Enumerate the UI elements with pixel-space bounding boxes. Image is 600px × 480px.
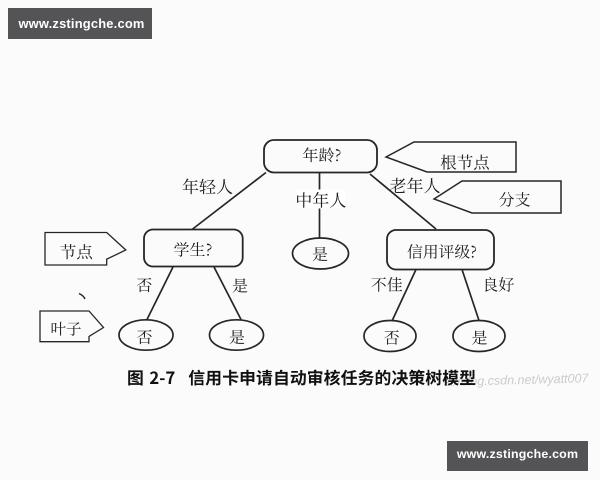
- svg-text:s://blog.csdn.net/wyatt007: s://blog.csdn.net/wyatt007: [444, 371, 590, 389]
- svg-text:www.zstingche.com: www.zstingche.com: [17, 16, 144, 31]
- svg-text:www.zstingche.com: www.zstingche.com: [456, 447, 578, 461]
